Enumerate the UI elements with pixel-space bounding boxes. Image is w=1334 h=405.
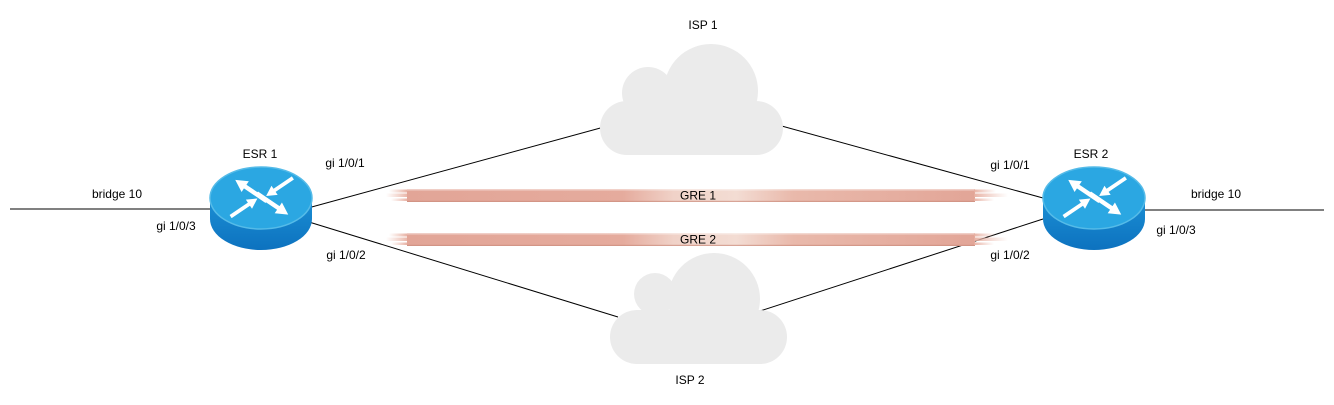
router-esr2-icon <box>1042 166 1146 251</box>
link-isp2-esr2 <box>759 218 1044 312</box>
link-esr1-isp2 <box>308 221 619 318</box>
cloud-isp1-icon <box>600 44 783 155</box>
esr1-bridge-label: bridge 10 <box>92 187 142 201</box>
router-esr1-icon <box>209 166 313 251</box>
esr1-name-label: ESR 1 <box>243 147 278 161</box>
isp2-name-label: ISP 2 <box>675 373 704 387</box>
esr1-gi102-label: gi 1/0/2 <box>326 248 366 262</box>
link-isp1-esr2 <box>777 124 1044 199</box>
gre-tunnel-1: GRE 1 <box>386 189 1008 203</box>
esr2-name-label: ESR 2 <box>1074 147 1109 161</box>
link-esr1-isp1 <box>307 126 605 209</box>
gre-tunnel-2: GRE 2 <box>386 233 1008 247</box>
esr1-gi103-label: gi 1/0/3 <box>156 219 196 233</box>
esr2-bridge-label: bridge 10 <box>1191 187 1241 201</box>
esr2-gi101-label: gi 1/0/1 <box>990 158 1030 172</box>
isp1-name-label: ISP 1 <box>688 18 717 32</box>
cloud-isp2-icon <box>610 253 787 364</box>
esr1-gi101-label: gi 1/0/1 <box>325 156 365 170</box>
esr2-gi102-label: gi 1/0/2 <box>990 248 1030 262</box>
gre1-label: GRE 1 <box>680 189 716 203</box>
esr2-gi103-label: gi 1/0/3 <box>1156 223 1196 237</box>
gre2-label: GRE 2 <box>680 233 716 247</box>
